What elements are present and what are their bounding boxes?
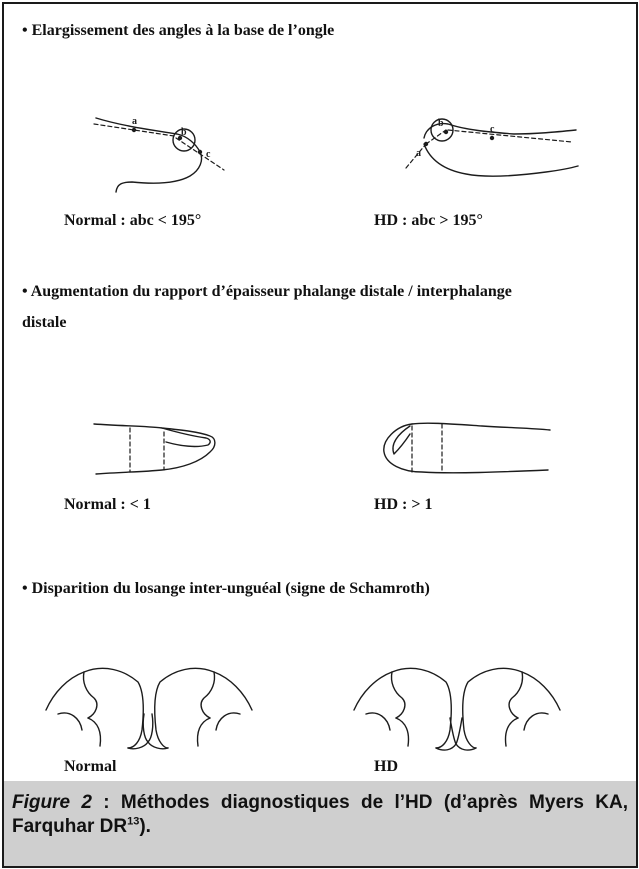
section-2-hd-label: HD : > 1 (374, 496, 432, 514)
section-3-hd-label: HD (374, 758, 398, 776)
caption-text: : Méthodes diagnostiques de l’HD (d’aprè… (12, 792, 628, 837)
point-b-label: b (181, 127, 187, 138)
section-1-hd-label: HD : abc > 195° (374, 212, 483, 230)
hd-point-a-label: a (416, 148, 421, 159)
section-2-normal-label: Normal : < 1 (64, 496, 151, 514)
hd-schamroth-drawing (352, 652, 562, 757)
figure-caption-band: Figure 2 : Méthodes diagnostiques de l’H… (4, 781, 636, 866)
figure-number: Figure 2 (12, 792, 92, 813)
hd-finger-angle-drawing: a b c (396, 104, 586, 194)
section-3-normal-label: Normal (64, 758, 116, 776)
reference-superscript: 13 (127, 816, 139, 828)
figure-caption: Figure 2 : Méthodes diagnostiques de l’H… (12, 791, 628, 839)
section-2-heading-line2: distale (22, 314, 66, 332)
section-1-heading: • Elargissement des angles à la base de … (22, 22, 334, 40)
hd-point-c-label: c (490, 124, 495, 135)
caption-text-end: ). (139, 816, 151, 837)
normal-schamroth-drawing (44, 652, 254, 757)
point-c-label: c (206, 149, 211, 160)
normal-finger-angle-drawing: a b c (92, 104, 242, 194)
section-1-normal-label: Normal : abc < 195° (64, 212, 201, 230)
section-3-heading: • Disparition du losange inter-unguéal (… (22, 580, 430, 598)
point-a-label: a (132, 116, 137, 127)
section-2-heading-line1: • Augmentation du rapport d’épaisseur ph… (22, 283, 512, 301)
normal-finger-thickness-drawing (92, 412, 232, 482)
hd-finger-thickness-drawing (372, 412, 552, 482)
hd-point-b-label: b (438, 118, 444, 129)
